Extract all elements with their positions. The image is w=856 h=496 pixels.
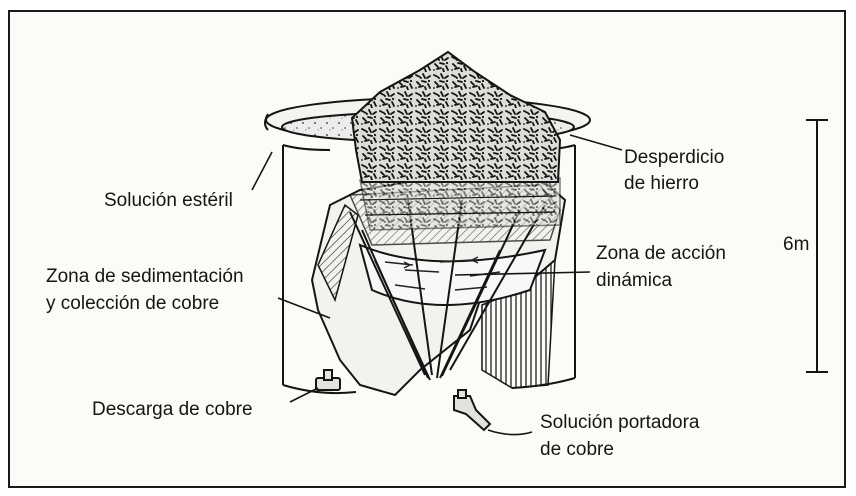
scrap-iron-pile-icon — [352, 52, 560, 182]
label-solucion-portadora-line2: de cobre — [540, 437, 614, 462]
label-solucion-portadora-line1: Solución portadora — [540, 410, 700, 435]
label-desperdicio-line1: Desperdicio — [624, 145, 724, 170]
label-zona-accion-line1: Zona de acción — [596, 241, 726, 266]
label-zona-sedimentacion-line2: y colección de cobre — [46, 291, 219, 316]
label-solucion-esteril: Solución estéril — [104, 188, 233, 213]
label-zona-sedimentacion-line1: Zona de sedimentación — [46, 264, 244, 289]
label-height-6m: 6m — [783, 232, 809, 257]
tank-interior — [312, 178, 565, 395]
label-desperdicio-line2: de hierro — [624, 171, 699, 196]
label-zona-accion-line2: dinámica — [596, 268, 672, 293]
label-descarga-cobre: Descarga de cobre — [92, 397, 253, 422]
